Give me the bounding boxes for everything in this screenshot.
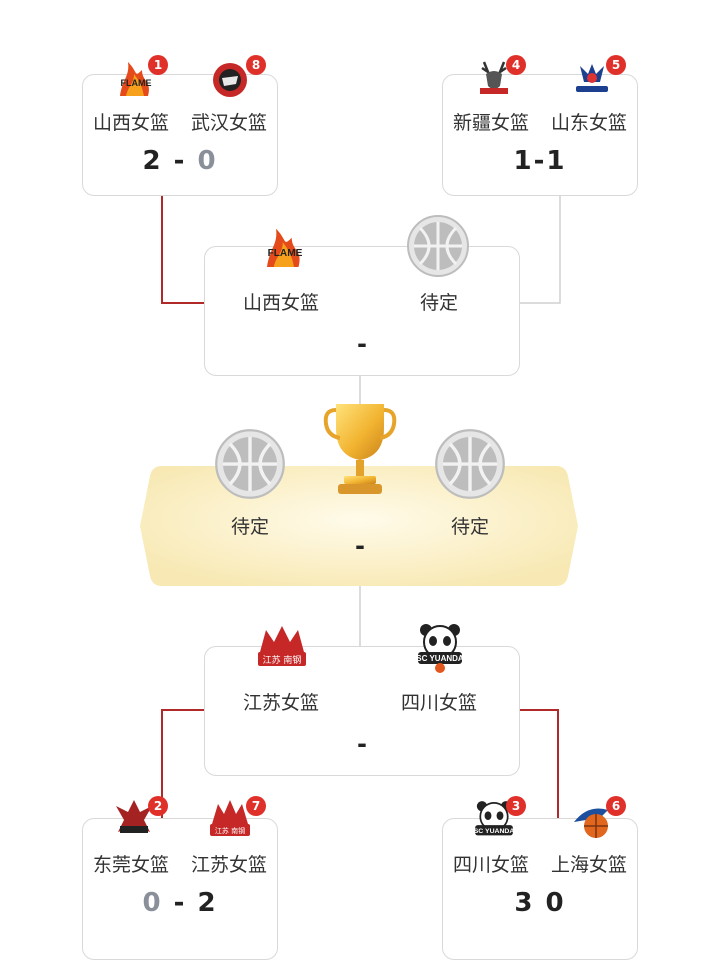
svg-text:SC YUANDA: SC YUANDA xyxy=(416,654,464,663)
trophy-icon xyxy=(323,404,397,494)
jiangsu-logo-icon: 江苏 南钢 xyxy=(210,800,250,836)
shandong-dragon-logo-icon xyxy=(576,64,608,92)
seed-badge: 6 xyxy=(606,796,626,816)
team-name: 江苏女篮 xyxy=(242,692,319,714)
basketball-placeholder-icon xyxy=(435,429,505,499)
team-name: 山西女篮 xyxy=(242,292,319,314)
seed-badge: 2 xyxy=(148,796,168,816)
match-score: - xyxy=(357,330,367,358)
score-winner: 2 xyxy=(197,888,218,918)
jiangsu-logo-icon: 江苏 南钢 xyxy=(258,626,306,666)
match-score: - xyxy=(357,730,367,758)
match-card-top-left[interactable] xyxy=(82,74,278,196)
shanghai-shark-logo-icon xyxy=(574,808,608,838)
seed-badge: 7 xyxy=(246,796,266,816)
shanxi-flame-logo-icon: FLAME xyxy=(120,62,152,96)
basketball-placeholder-icon xyxy=(215,429,285,499)
svg-text:江苏 南钢: 江苏 南钢 xyxy=(263,654,302,666)
match-card-top-right[interactable] xyxy=(442,74,638,196)
series-score: 1-1 xyxy=(513,146,567,176)
score-separator: - xyxy=(173,888,187,918)
seed-badge: 8 xyxy=(246,55,266,75)
svg-text:SC YUANDA: SC YUANDA xyxy=(474,828,515,835)
score-loser: 0 xyxy=(197,146,218,176)
match-score: - xyxy=(355,532,365,560)
team-name: 东莞女篮 xyxy=(92,854,169,876)
score-separator: - xyxy=(173,146,187,176)
svg-text:FLAME: FLAME xyxy=(121,78,152,88)
series-score: 0 - 2 xyxy=(120,888,240,918)
series-score: 3 0 xyxy=(514,888,566,918)
team-name: 上海女篮 xyxy=(550,854,627,876)
basketball-placeholder-icon xyxy=(407,215,469,277)
team-name: 新疆女篮 xyxy=(452,112,529,134)
svg-text:江苏 南钢: 江苏 南钢 xyxy=(215,826,245,835)
team-name: 待定 xyxy=(419,292,458,314)
shanxi-flame-logo-icon: FLAME xyxy=(267,228,303,267)
dongguan-logo-icon xyxy=(116,800,152,833)
svg-text:FLAME: FLAME xyxy=(268,248,303,259)
match-card-bottom-right[interactable] xyxy=(442,818,638,960)
sichuan-panda-logo-icon: SC YUANDA xyxy=(416,624,464,673)
series-score: 2 - 0 xyxy=(120,146,240,176)
match-card-semi-top[interactable] xyxy=(204,246,520,376)
match-card-semi-bottom[interactable] xyxy=(204,646,520,776)
team-name: 山东女篮 xyxy=(550,112,627,134)
seed-badge: 1 xyxy=(148,55,168,75)
team-name: 山西女篮 xyxy=(92,112,169,134)
team-name: 四川女篮 xyxy=(452,854,529,876)
seed-badge: 3 xyxy=(506,796,526,816)
team-name: 武汉女篮 xyxy=(190,112,267,134)
sichuan-panda-logo-icon: SC YUANDA xyxy=(474,801,515,836)
seed-badge: 5 xyxy=(606,55,626,75)
team-name: 四川女篮 xyxy=(400,692,477,714)
score-loser: 0 xyxy=(142,888,163,918)
score-winner: 2 xyxy=(142,146,163,176)
seed-badge: 4 xyxy=(506,55,526,75)
xinjiang-deer-logo-icon xyxy=(480,61,508,94)
wuhan-logo-icon xyxy=(213,63,247,97)
team-name: 江苏女篮 xyxy=(190,854,267,876)
match-card-bottom-left[interactable] xyxy=(82,818,278,960)
team-name: 待定 xyxy=(450,516,489,538)
team-name: 待定 xyxy=(230,516,269,538)
